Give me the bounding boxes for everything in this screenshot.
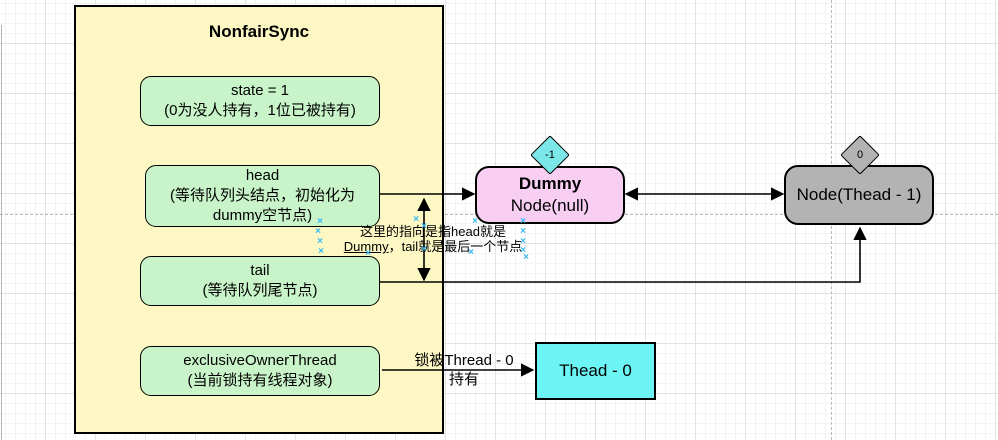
thread1-waitstatus-value: 0 (856, 149, 864, 161)
canvas-edge-line (1, 25, 2, 440)
tail-field-line2: (等待队列尾节点) (202, 282, 318, 299)
tail-field[interactable]: tail (等待队列尾节点) (140, 256, 380, 306)
connector-tail-to-node[interactable] (380, 226, 867, 283)
waypoint-handle-icon[interactable]: × (520, 216, 526, 227)
waypoint-handle-icon[interactable]: × (315, 226, 321, 237)
waypoint-handle-icon[interactable]: × (523, 252, 529, 263)
pointer-note-line2: Dummy，tail就是最后一个节点 (322, 239, 544, 254)
thread1-node-title: Node(Thead - 1) (796, 185, 922, 204)
dummy-node-title: Dummy (518, 174, 582, 193)
dummy-waitstatus-value: -1 (545, 149, 555, 161)
container-title: NonfairSync (208, 22, 310, 41)
waypoint-handle-icon[interactable]: × (421, 244, 427, 255)
dummy-node-subtitle: Node(null) (510, 196, 590, 215)
dummy-node[interactable]: Dummy Node(null) (475, 166, 625, 224)
lock-owner-label-line1: 锁被Thread - 0 (414, 352, 514, 369)
lock-owner-label[interactable]: 锁被Thread - 0 持有 (399, 351, 529, 389)
owner-field-line1: exclusiveOwnerThread (183, 352, 337, 369)
exclusive-owner-thread-field[interactable]: exclusiveOwnerThread (当前锁持有线程对象) (140, 346, 380, 396)
head-field[interactable]: head (等待队列头结点，初始化为 dummy空节点) (145, 165, 380, 227)
thread0-box-label: Thead - 0 (559, 361, 632, 380)
waypoint-handle-icon[interactable]: × (520, 226, 526, 237)
waypoint-handle-icon[interactable]: × (520, 236, 526, 247)
lock-owner-label-line2: 持有 (448, 371, 479, 388)
waypoint-handle-icon[interactable]: × (468, 247, 474, 258)
pointer-note-line2-rest: ，tail就是最后一个节点 (388, 239, 523, 254)
head-field-line2: (等待队列头结点，初始化为 (170, 187, 355, 204)
tail-field-line1: tail (250, 262, 270, 279)
state-field-line1: state = 1 (231, 82, 289, 99)
waypoint-handle-icon[interactable]: × (413, 214, 419, 225)
pointer-note-dummy-word: Dummy (343, 239, 389, 254)
waypoint-handle-icon[interactable]: × (318, 246, 324, 257)
head-field-line1: head (245, 167, 280, 184)
pointer-note-line1: 这里的指向是指head就是 (360, 224, 506, 239)
state-field[interactable]: state = 1 (0为没人持有，1位已被持有) (140, 76, 380, 126)
thread0-box[interactable]: Thead - 0 (535, 342, 656, 400)
waypoint-handle-icon[interactable]: × (365, 248, 371, 259)
waypoint-handle-icon[interactable]: × (520, 245, 526, 256)
waypoint-handle-icon[interactable]: × (317, 236, 323, 247)
state-field-line2: (0为没人持有，1位已被持有) (164, 102, 356, 119)
waypoint-handle-icon[interactable]: × (472, 216, 478, 227)
waypoint-handle-icon[interactable]: × (421, 221, 427, 232)
head-field-line3: dummy空节点) (212, 207, 313, 224)
owner-field-line2: (当前锁持有线程对象) (187, 372, 333, 389)
pointer-note[interactable]: 这里的指向是指head就是 Dummy，tail就是最后一个节点 (322, 224, 544, 254)
waypoint-handle-icon[interactable]: × (317, 216, 323, 227)
